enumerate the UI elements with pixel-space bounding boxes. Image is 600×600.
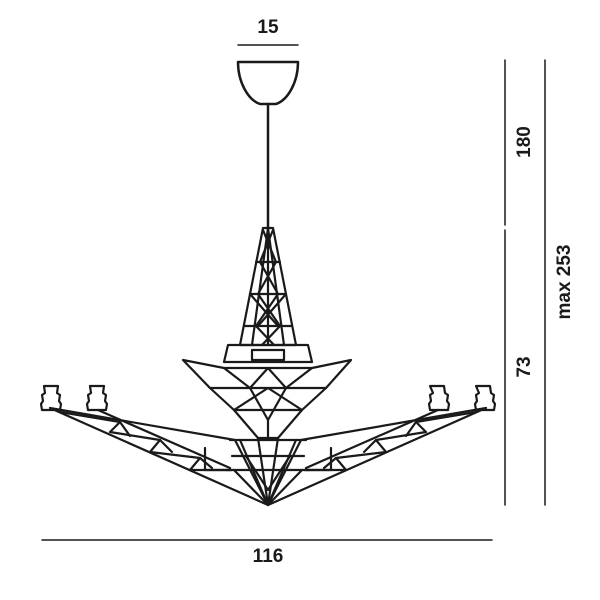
total-height-label: max 253: [554, 244, 575, 320]
bulb-holder-inner-right: [427, 384, 451, 412]
fixture-width-label: 116: [252, 546, 284, 567]
spire-frame: [238, 226, 298, 347]
cable-length-label: 180: [514, 126, 535, 158]
bulb-holder-inner-left: [85, 384, 109, 412]
left-arm-frame: [48, 406, 270, 507]
right-arm-frame: [266, 406, 488, 507]
bulb-holder-outer-right: [473, 384, 497, 412]
canopy-width-label: 15: [257, 17, 279, 38]
bulb-holder-outer-left: [39, 384, 63, 412]
fixture-height-label: 73: [514, 356, 535, 378]
central-body-frame: [181, 343, 353, 507]
ceiling-canopy: [236, 60, 300, 106]
